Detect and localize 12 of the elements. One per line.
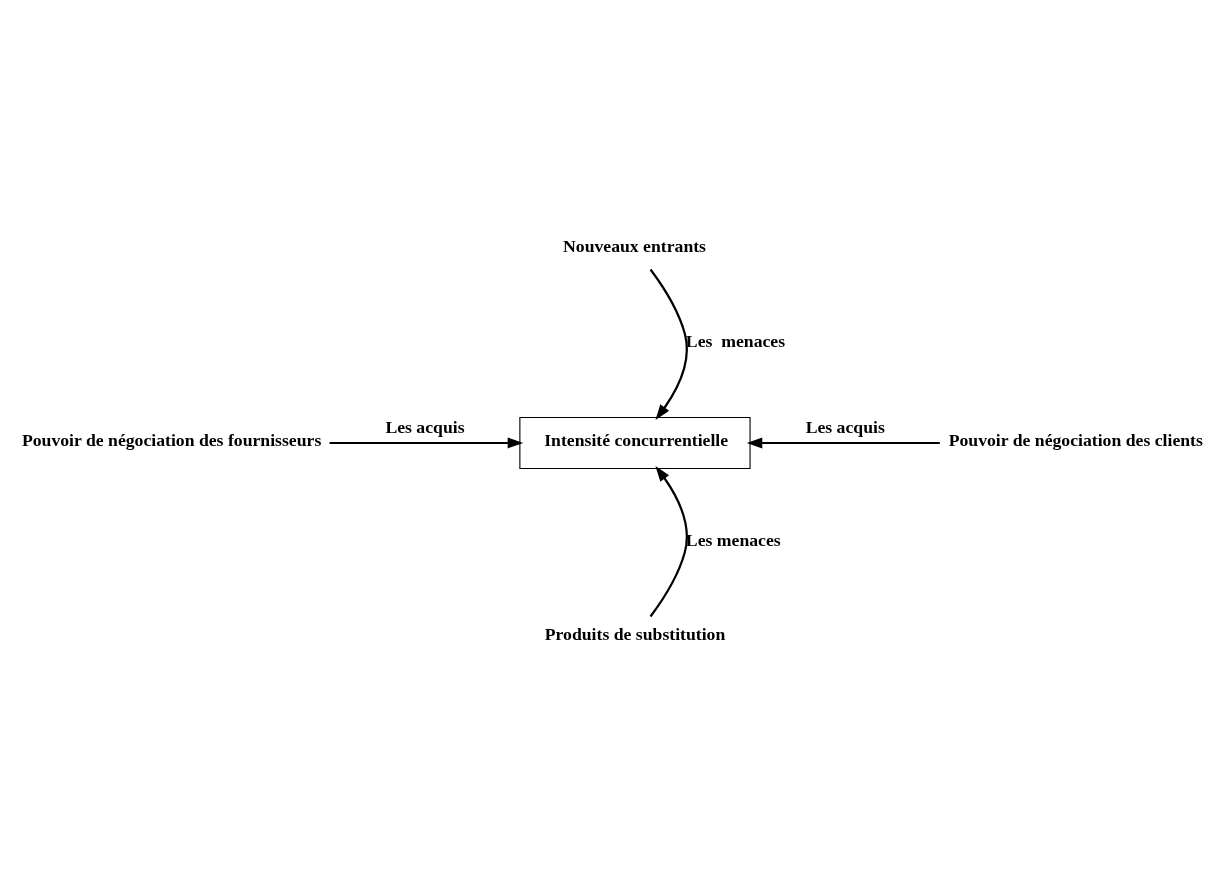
arrow [649, 465, 688, 618]
node-text: Pouvoir de négociation des fournisseurs [21, 430, 322, 451]
edge-label: Les menaces [685, 529, 781, 550]
arrow [329, 437, 524, 449]
node-text: Nouveaux entrants [563, 236, 707, 257]
node-box: Intensité concurrentielle [519, 417, 751, 469]
node-text: Produits de substitution [544, 623, 726, 644]
node-text: Pouvoir de négociation des clients [948, 430, 1203, 451]
arrow [746, 437, 940, 449]
edge-label: Les acquis [385, 416, 465, 437]
arrow [649, 268, 688, 421]
edge-label: Les acquis [805, 416, 885, 437]
